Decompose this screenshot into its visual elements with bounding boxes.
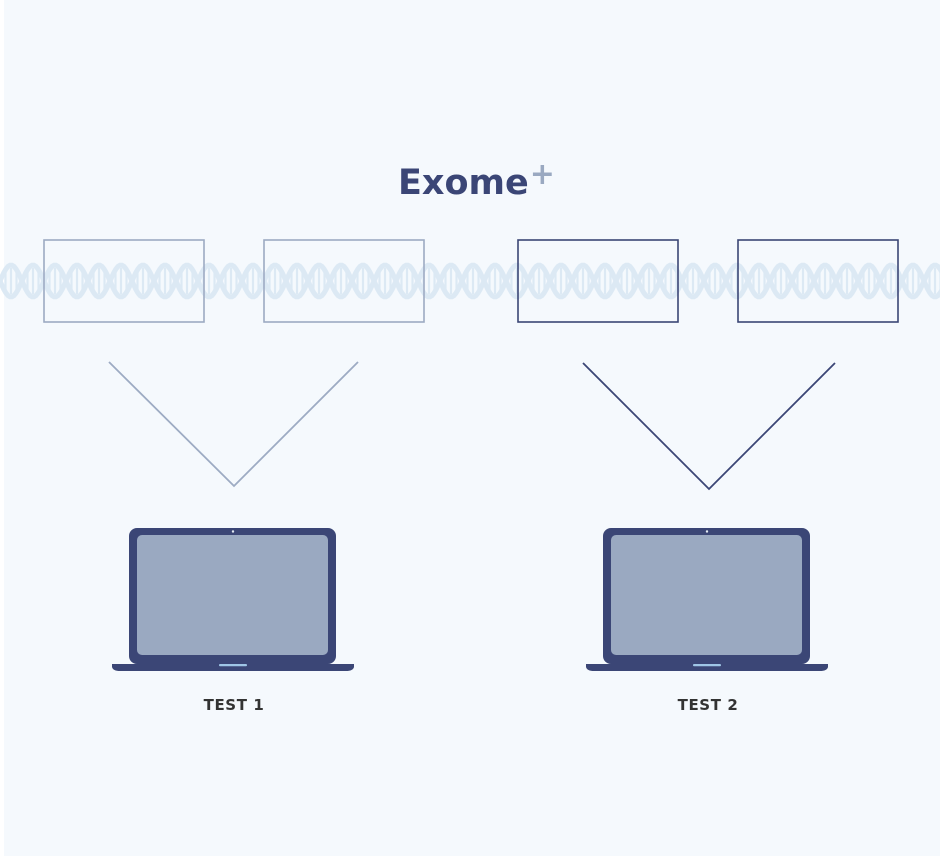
- dna-backbone: [0, 262, 940, 300]
- title-superscript: +: [530, 157, 555, 192]
- laptop-icon: [112, 528, 354, 671]
- dna-backbone: [0, 262, 940, 300]
- test-2-label: TEST 2: [678, 696, 739, 714]
- right-region-box-1: [517, 239, 679, 323]
- title-main: Exome: [398, 163, 529, 203]
- laptop-base: [112, 664, 354, 671]
- right-converge-lines: [582, 362, 836, 491]
- diagram-title: Exome+: [398, 157, 555, 203]
- test-1-label: TEST 1: [204, 696, 265, 714]
- laptop-base: [586, 664, 828, 671]
- laptop-notch: [693, 664, 721, 667]
- left-converge-lines: [108, 361, 359, 488]
- right-region-box-2: [737, 239, 899, 323]
- left-region-box-2: [263, 239, 425, 323]
- laptop-screen: [137, 535, 328, 655]
- laptop-camera: [705, 530, 709, 533]
- dna-strand: [0, 262, 940, 300]
- laptop-screen: [611, 535, 802, 655]
- laptop-icon: [586, 528, 828, 671]
- laptop-notch: [219, 664, 247, 667]
- laptop-camera: [231, 530, 235, 533]
- left-region-box-1: [43, 239, 205, 323]
- background-panel: [4, 0, 940, 856]
